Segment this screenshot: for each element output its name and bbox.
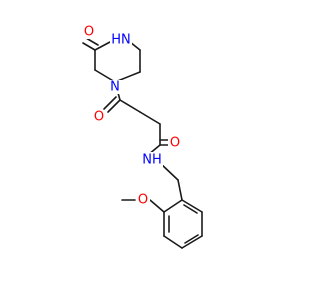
- bond: [103, 96, 117, 110]
- bond: [119, 99, 141, 113]
- atom-labels: O HN N O O NH O: [82, 25, 182, 208]
- atom-o-piperazinone: O: [84, 25, 94, 40]
- atom-o-amide: O: [170, 136, 180, 151]
- atom-o-methoxy: O: [138, 193, 148, 208]
- bond: [181, 235, 203, 249]
- bond: [139, 111, 161, 125]
- bonds: [82, 37, 203, 249]
- atom-n-piperazine: N: [110, 80, 120, 95]
- structure-drawing: O HN N O O NH O: [82, 25, 203, 249]
- atom-o-ketone: O: [94, 110, 104, 125]
- bond: [177, 179, 183, 201]
- bond: [181, 199, 203, 213]
- molecule-diagram: O HN N O O NH O: [82, 25, 203, 249]
- bond: [183, 204, 198, 214]
- bond: [94, 41, 111, 51]
- bond: [163, 199, 183, 213]
- bond: [184, 234, 199, 244]
- bond: [163, 235, 183, 249]
- bond: [85, 37, 99, 46]
- atom-nh-amide: NH: [142, 153, 162, 168]
- bond: [82, 42, 96, 51]
- bond: [107, 99, 121, 113]
- bond: [149, 199, 165, 213]
- atom-nh-piperazinone: HN: [111, 33, 131, 48]
